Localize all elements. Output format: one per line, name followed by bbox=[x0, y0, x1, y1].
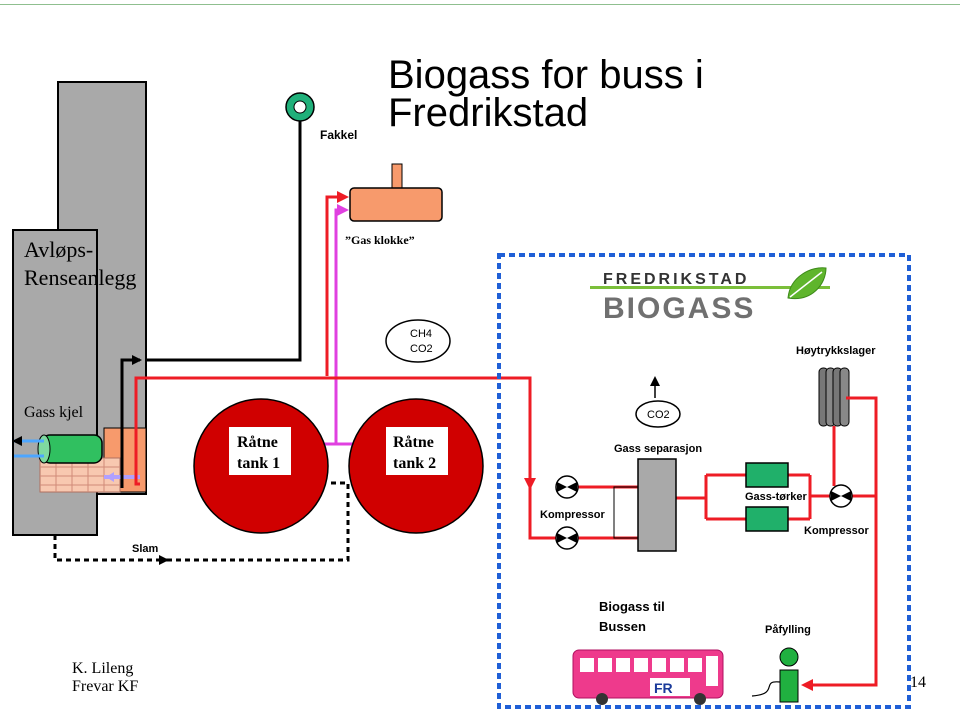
digester-gas-line bbox=[334, 204, 349, 444]
sludge-return-line bbox=[167, 481, 350, 562]
bus-caption-1: Biogass til bbox=[599, 599, 665, 614]
plant-label-2: Renseanlegg bbox=[24, 265, 136, 290]
top-rule bbox=[0, 4, 960, 5]
compressor-right-label: Kompressor bbox=[804, 525, 870, 537]
page-number: 14 bbox=[910, 674, 926, 691]
digester-tank-1 bbox=[193, 398, 329, 534]
refuel-line bbox=[801, 496, 878, 691]
tank2-label-2: tank 2 bbox=[393, 455, 436, 472]
slide-title: Biogass for buss i Fredrikstad bbox=[388, 53, 908, 135]
gas-holder-label: ”Gas klokke” bbox=[345, 233, 415, 247]
compressor-left-label: Kompressor bbox=[540, 509, 606, 521]
plant-label-1: Avløps- bbox=[24, 237, 93, 262]
logo-bottom-word: BIOGASS bbox=[603, 292, 755, 325]
flare-label: Fakkel bbox=[320, 128, 357, 142]
co2-label: CO2 bbox=[647, 409, 670, 421]
gas-mix-co2: CO2 bbox=[410, 343, 433, 355]
fuel-pump-icon bbox=[751, 647, 799, 703]
logo-top-word: FREDRIKSTAD bbox=[603, 271, 749, 288]
tank1-label-1: Råtne bbox=[237, 434, 278, 451]
footer-author: K. Lileng Frevar KF bbox=[72, 660, 138, 696]
biogass-logo: FREDRIKSTAD BIOGASS bbox=[590, 267, 830, 325]
sludge-label: Slam bbox=[132, 543, 159, 555]
co2-bubble bbox=[635, 400, 681, 428]
holder-feed-line bbox=[325, 191, 349, 376]
sludge-line bbox=[53, 535, 169, 565]
biogas-plant-boundary bbox=[497, 253, 911, 709]
storage-label: Høytrykkslager bbox=[796, 345, 876, 357]
bus-icon: FR bbox=[572, 649, 724, 705]
main-gas-line bbox=[134, 376, 536, 490]
boiler-label: Gass kjel bbox=[24, 404, 84, 421]
compressor-frame bbox=[613, 486, 639, 539]
bus-caption-2: Bussen bbox=[599, 619, 646, 634]
author-name: K. Lileng bbox=[72, 660, 134, 677]
gas-separator bbox=[637, 458, 677, 552]
gas-dryer-2 bbox=[745, 506, 789, 532]
title-line-1: Biogass for buss i bbox=[388, 53, 704, 97]
boiler-return-line bbox=[120, 355, 142, 488]
flare-line bbox=[146, 110, 305, 362]
gas-cylinders-icon bbox=[818, 367, 850, 427]
gas-dryer-label: Gass-tørker bbox=[745, 491, 807, 503]
gas-mix-ch4: CH4 bbox=[410, 328, 432, 340]
title-line-2: Fredrikstad bbox=[388, 91, 589, 135]
svg-text:FR: FR bbox=[654, 680, 673, 696]
digester-tank-2 bbox=[348, 398, 484, 534]
flare-icon bbox=[285, 92, 315, 122]
gas-boiler bbox=[12, 427, 147, 493]
compressor-right bbox=[829, 484, 853, 508]
author-org: Frevar KF bbox=[72, 678, 139, 695]
gas-separation-label: Gass separasjon bbox=[614, 443, 702, 455]
tank1-label-2: tank 1 bbox=[237, 455, 280, 472]
refuel-label: Påfylling bbox=[765, 624, 811, 636]
compressor-left-2 bbox=[555, 526, 579, 550]
tank2-label-1: Råtne bbox=[393, 434, 434, 451]
compressor-left-1 bbox=[555, 475, 579, 499]
gas-mix-bubble bbox=[385, 319, 451, 363]
gas-dryer-1 bbox=[745, 462, 789, 488]
gas-holder bbox=[349, 163, 443, 222]
